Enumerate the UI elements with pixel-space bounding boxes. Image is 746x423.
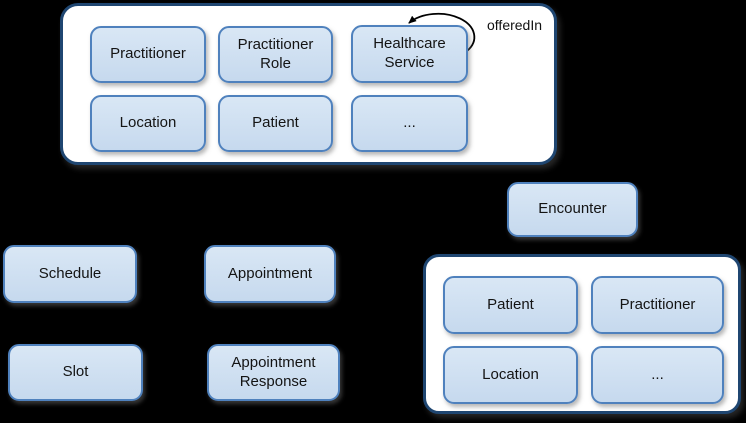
node-patient: Patient bbox=[218, 95, 333, 152]
node-slot: Slot bbox=[8, 344, 143, 401]
bottom-container: Patient Practitioner Location ... bbox=[423, 254, 741, 414]
node-appointment: Appointment bbox=[204, 245, 336, 303]
top-container: Practitioner Practitioner Role Healthcar… bbox=[60, 3, 557, 165]
offeredin-label: offeredIn bbox=[487, 17, 543, 33]
node-practitioner-bottom: Practitioner bbox=[591, 276, 724, 334]
node-appointment-response: Appointment Response bbox=[207, 344, 340, 401]
node-practitioner-role: Practitioner Role bbox=[218, 26, 333, 83]
node-encounter: Encounter bbox=[507, 182, 638, 237]
node-patient-bottom: Patient bbox=[443, 276, 578, 334]
node-location-bottom: Location bbox=[443, 346, 578, 404]
node-practitioner: Practitioner bbox=[90, 26, 206, 83]
node-schedule: Schedule bbox=[3, 245, 137, 303]
node-ellipsis-top: ... bbox=[351, 95, 468, 152]
node-healthcare-service: Healthcare Service bbox=[351, 25, 468, 83]
node-ellipsis-bottom: ... bbox=[591, 346, 724, 404]
node-location: Location bbox=[90, 95, 206, 152]
